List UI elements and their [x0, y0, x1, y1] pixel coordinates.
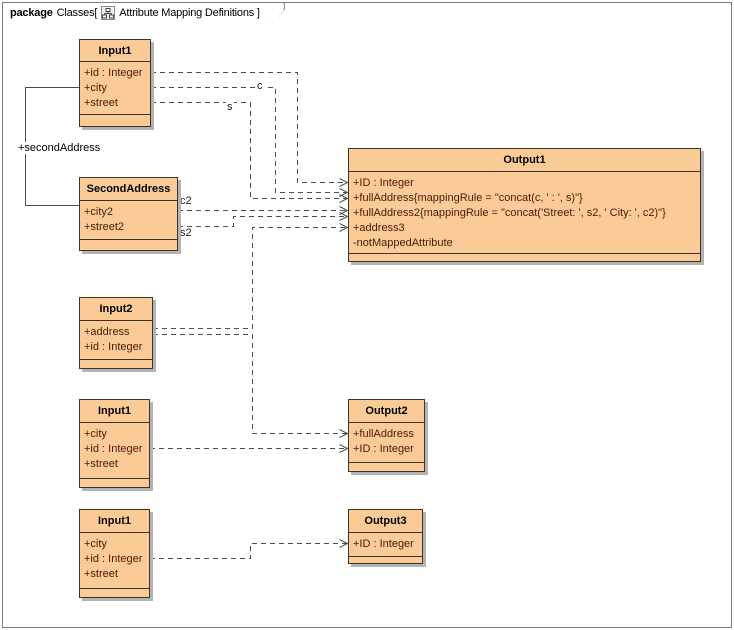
diagram-icon	[101, 6, 115, 20]
package-context: Classes[	[56, 7, 98, 19]
attribute-ID[interactable]: +ID : Integer	[353, 443, 414, 455]
class-input1-top[interactable]: Input1 +id : Integer +city +street	[79, 39, 151, 127]
attribute-street[interactable]: +street	[84, 97, 118, 109]
class-title: Output3	[349, 510, 422, 533]
attribute-city[interactable]: +city	[84, 82, 107, 94]
operations-compartment	[80, 589, 149, 598]
class-output2[interactable]: Output2 +fullAddress +ID : Integer	[348, 399, 425, 472]
arrow-icon	[339, 223, 349, 232]
diagram-name: Attribute Mapping Definitions ]	[119, 7, 260, 19]
class-title: Input2	[80, 298, 152, 321]
attribute-fullAddress[interactable]: +fullAddress	[353, 428, 414, 440]
operations-compartment	[80, 360, 152, 369]
attribute-address3[interactable]: +address3	[353, 222, 405, 234]
edge-label-s[interactable]: s	[226, 101, 234, 113]
arrow-icon	[339, 206, 349, 215]
class-title: SecondAddress	[80, 178, 177, 201]
operations-compartment	[80, 240, 177, 251]
operations-compartment	[349, 463, 424, 472]
arrow-icon	[339, 178, 349, 187]
arrow-icon	[339, 194, 349, 203]
attribute-id[interactable]: +id : Integer	[84, 443, 143, 455]
attribute-ID[interactable]: +ID : Integer	[353, 177, 414, 189]
class-output1[interactable]: Output1 +ID : Integer +fullAddress{mappi…	[348, 148, 701, 262]
class-second-address[interactable]: SecondAddress +city2 +street2	[79, 177, 178, 251]
attribute-fullAddress[interactable]: +fullAddress{mappingRule = "concat(c, ' …	[353, 192, 583, 204]
arrow-icon	[339, 539, 349, 548]
operations-compartment	[349, 254, 700, 261]
attribute-street[interactable]: +street	[84, 568, 118, 580]
class-title: Input1	[80, 510, 149, 533]
class-output3[interactable]: Output3 +ID : Integer	[348, 509, 423, 564]
class-title: Output1	[349, 149, 700, 172]
edge-id-to-output3-ID[interactable]	[150, 543, 347, 559]
arrow-icon	[339, 188, 349, 197]
attribute-fullAddress2[interactable]: +fullAddress2{mappingRule = "concat('Str…	[353, 207, 666, 219]
edge-label-c2[interactable]: c2	[179, 195, 193, 207]
edge-label-c[interactable]: c	[256, 80, 264, 92]
attribute-city[interactable]: +city	[84, 538, 107, 550]
class-input2[interactable]: Input2 +address +id : Integer	[79, 297, 153, 369]
edge-label-s2[interactable]: s2	[179, 227, 193, 239]
edge-street-to-fullAddress[interactable]	[151, 102, 347, 199]
edge-label-secondAddress[interactable]: +secondAddress	[17, 142, 102, 154]
edge-id-to-ID[interactable]	[151, 72, 347, 183]
class-title: Input1	[80, 40, 150, 62]
attribute-city[interactable]: +city	[84, 428, 107, 440]
edge-address-to-output2-fullAddress[interactable]	[153, 334, 347, 434]
class-input1-mid[interactable]: Input1 +city +id : Integer +street	[79, 399, 150, 488]
attribute-ID[interactable]: +ID : Integer	[353, 538, 414, 550]
operations-compartment	[80, 115, 150, 127]
arrow-icon	[339, 212, 349, 221]
attribute-id[interactable]: +id : Integer	[84, 341, 143, 353]
attribute-city2[interactable]: +city2	[84, 206, 114, 218]
package-keyword: package	[10, 7, 53, 19]
package-header[interactable]: package Classes[ Attribute Mapping Defin…	[2, 2, 285, 24]
edge-city-to-fullAddress[interactable]	[151, 87, 347, 193]
attribute-street[interactable]: +street	[84, 458, 118, 470]
class-title: Input1	[80, 400, 149, 423]
arrowheads	[339, 178, 349, 548]
attribute-address[interactable]: +address	[84, 326, 130, 338]
attribute-notMappedAttribute[interactable]: -notMappedAttribute	[353, 237, 453, 249]
class-input1-bottom[interactable]: Input1 +city +id : Integer +street	[79, 509, 150, 598]
arrow-icon	[339, 444, 349, 453]
operations-compartment	[349, 557, 422, 563]
operations-compartment	[80, 479, 149, 488]
attribute-street2[interactable]: +street2	[84, 221, 125, 233]
edge-street2-to-fullAddress2[interactable]	[178, 216, 347, 227]
class-title: Output2	[349, 400, 424, 423]
edge-address-to-address3[interactable]	[153, 227, 347, 329]
attribute-id[interactable]: +id : Integer	[84, 553, 143, 565]
attribute-id[interactable]: +id : Integer	[84, 67, 143, 79]
arrow-icon	[339, 429, 349, 438]
